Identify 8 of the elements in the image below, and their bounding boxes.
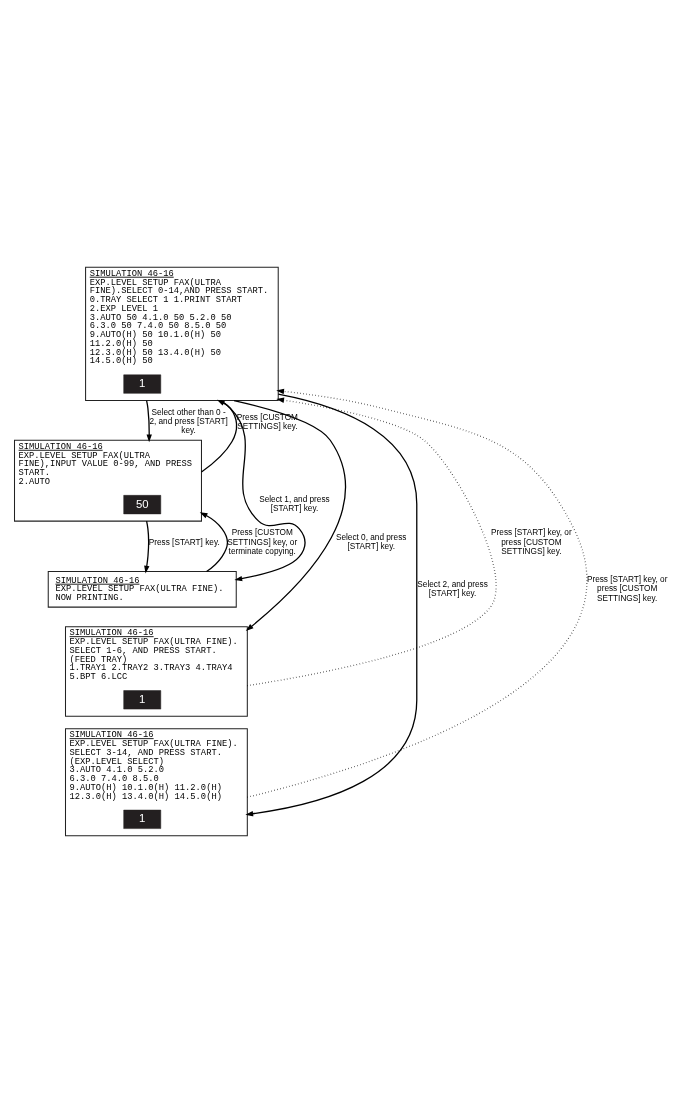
edge-label: Press [CUSTOM SETTINGS] key, or terminate copying.	[227, 527, 298, 556]
edge-label: Press [START] key, or press [CUSTOM SETTINGS] key.	[586, 574, 668, 603]
edge-label: Select 0, and press [START] key.	[335, 532, 407, 551]
edge-label: Press [START] key, or press [CUSTOM SETTINGS] key.	[491, 527, 572, 556]
edge-label: Select other than 0 - 2, and press [START] key.	[149, 407, 228, 435]
edge-label: Select 1, and press [START] key.	[259, 494, 330, 513]
edge-label: Select 2, and press [START] key.	[417, 579, 488, 598]
edge-label: Press [START] key.	[148, 537, 220, 547]
